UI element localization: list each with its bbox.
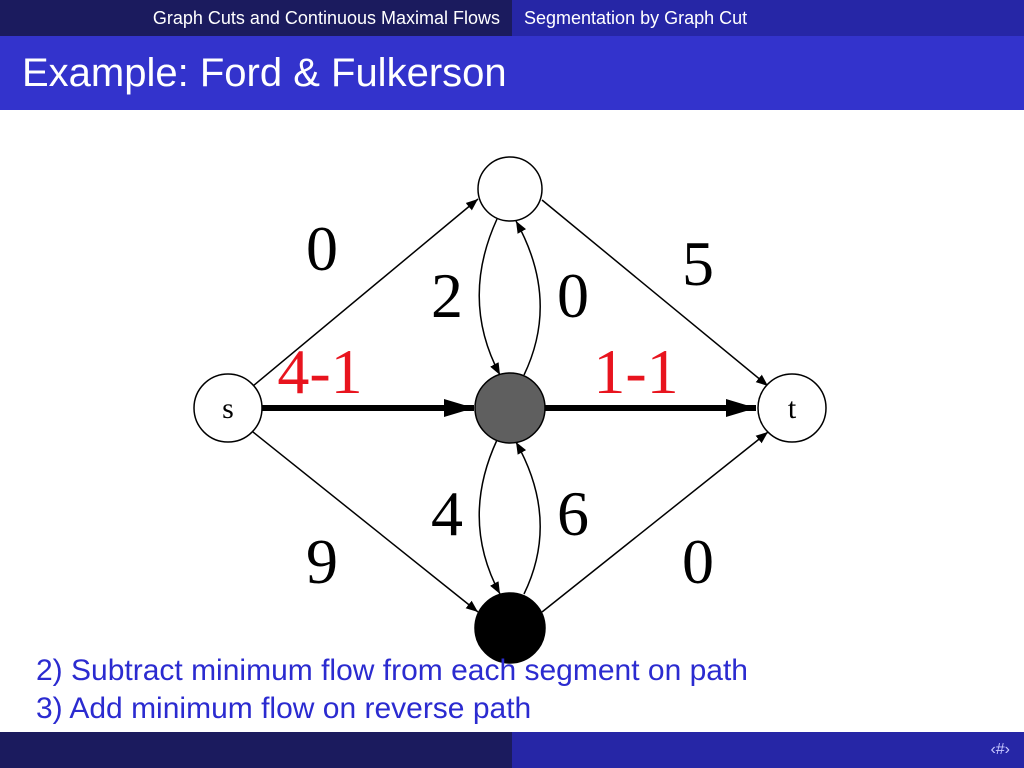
page-number: ‹#› xyxy=(990,741,1010,758)
edge-label-bottom-center: 4 xyxy=(431,478,463,549)
edge-top-center xyxy=(478,218,501,376)
title-bar: Example: Ford & Fulkerson xyxy=(0,36,1024,110)
edge-label-center-top: 0 xyxy=(557,260,589,331)
footer-left xyxy=(0,732,512,768)
step-notes: 2) Subtract minimum flow from each segme… xyxy=(36,652,996,728)
edge-label-top-t: 5 xyxy=(682,228,714,299)
edge-label-center-bottom: 6 xyxy=(557,478,589,549)
node-source xyxy=(193,373,263,443)
section-link-graph-cuts[interactable]: Graph Cuts and Continuous Maximal Flows xyxy=(0,0,512,36)
footer-right: ‹#› xyxy=(512,732,1024,768)
node-sink-label: t xyxy=(788,392,797,425)
slide-title: Example: Ford & Fulkerson xyxy=(22,51,507,95)
edge-center-bottom xyxy=(478,439,501,595)
edge-s-bottom xyxy=(252,431,479,613)
node-bottom xyxy=(474,592,546,664)
edge-label-center-t: 1-1 xyxy=(593,336,678,407)
top-navigation-bar: Graph Cuts and Continuous Maximal Flows … xyxy=(0,0,1024,36)
subsection-label: Segmentation by Graph Cut xyxy=(524,7,748,28)
footer-bar: ‹#› xyxy=(0,732,1024,768)
edge-label-top-center: 2 xyxy=(431,260,463,331)
note-step-3: 3) Add minimum flow on reverse path xyxy=(36,692,532,725)
edge-center-top xyxy=(515,220,541,376)
flow-network-diagram: s t 0 5 2 0 4-1 1-1 4 6 9 0 xyxy=(193,156,827,664)
edge-label-s-center: 4-1 xyxy=(277,336,362,407)
section-label: Graph Cuts and Continuous Maximal Flows xyxy=(152,7,500,28)
node-center xyxy=(474,372,546,444)
node-source-label: s xyxy=(222,392,234,425)
edge-label-s-bottom: 9 xyxy=(306,526,338,597)
edge-bottom-center xyxy=(515,441,541,595)
node-top xyxy=(477,156,543,222)
edge-label-bottom-t: 0 xyxy=(682,526,714,597)
edge-bottom-t xyxy=(541,431,769,613)
note-step-2: 2) Subtract minimum flow from each segme… xyxy=(36,654,748,687)
node-sink xyxy=(757,373,827,443)
edge-s-top xyxy=(252,198,479,387)
edge-top-t xyxy=(541,199,769,387)
subsection-link-segmentation[interactable]: Segmentation by Graph Cut xyxy=(512,0,1024,36)
edge-label-s-top: 0 xyxy=(306,213,338,284)
